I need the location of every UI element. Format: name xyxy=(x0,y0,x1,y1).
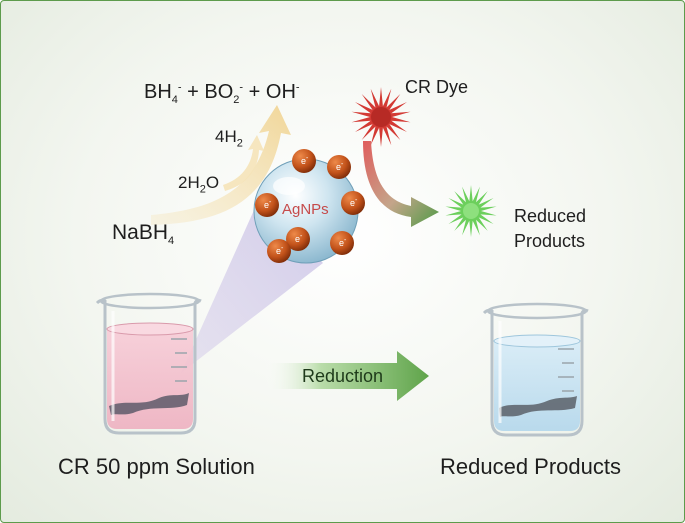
electron-label: e- xyxy=(295,233,303,244)
reduction-arrow xyxy=(263,351,429,401)
product-equation: BH4- + BO2- + OH- xyxy=(144,81,300,106)
left-beaker-caption: CR 50 ppm Solution xyxy=(58,454,255,479)
electron: e- xyxy=(327,155,351,179)
water-label: 2H2O xyxy=(178,173,220,196)
electron-group: e-e-e-e-e-e-e- xyxy=(255,149,365,263)
agnps-label: AgNPs xyxy=(282,201,329,218)
electron: e- xyxy=(267,239,291,263)
right-beaker-caption: Reduced Products xyxy=(440,454,621,479)
water-arrow xyxy=(223,135,264,191)
left-beaker xyxy=(95,292,202,435)
electron-label: e- xyxy=(350,197,358,208)
nabh4-label: NaBH4 xyxy=(112,221,175,248)
dye-reduction-arrow xyxy=(363,141,439,227)
reduced-product-star-icon xyxy=(445,185,497,237)
reduced-products-label: Reduced Products xyxy=(514,206,587,251)
right-beaker xyxy=(482,302,589,437)
electron: e- xyxy=(341,191,365,215)
electron-label: e- xyxy=(301,155,309,166)
cr-dye-star-icon xyxy=(351,87,411,147)
hydrogen-label: 4H2 xyxy=(215,127,243,150)
electron: e- xyxy=(286,227,310,251)
borohydride-arrow xyxy=(151,105,291,225)
electron-label: e- xyxy=(339,237,347,248)
reduction-label: Reduction xyxy=(302,366,384,386)
electron-label: e- xyxy=(336,161,344,172)
cr-dye-label: CR Dye xyxy=(405,77,469,97)
electron-label: e- xyxy=(276,245,284,256)
electron: e- xyxy=(330,231,354,255)
electron: e- xyxy=(292,149,316,173)
electron-label: e- xyxy=(264,199,272,210)
electron: e- xyxy=(255,193,279,217)
